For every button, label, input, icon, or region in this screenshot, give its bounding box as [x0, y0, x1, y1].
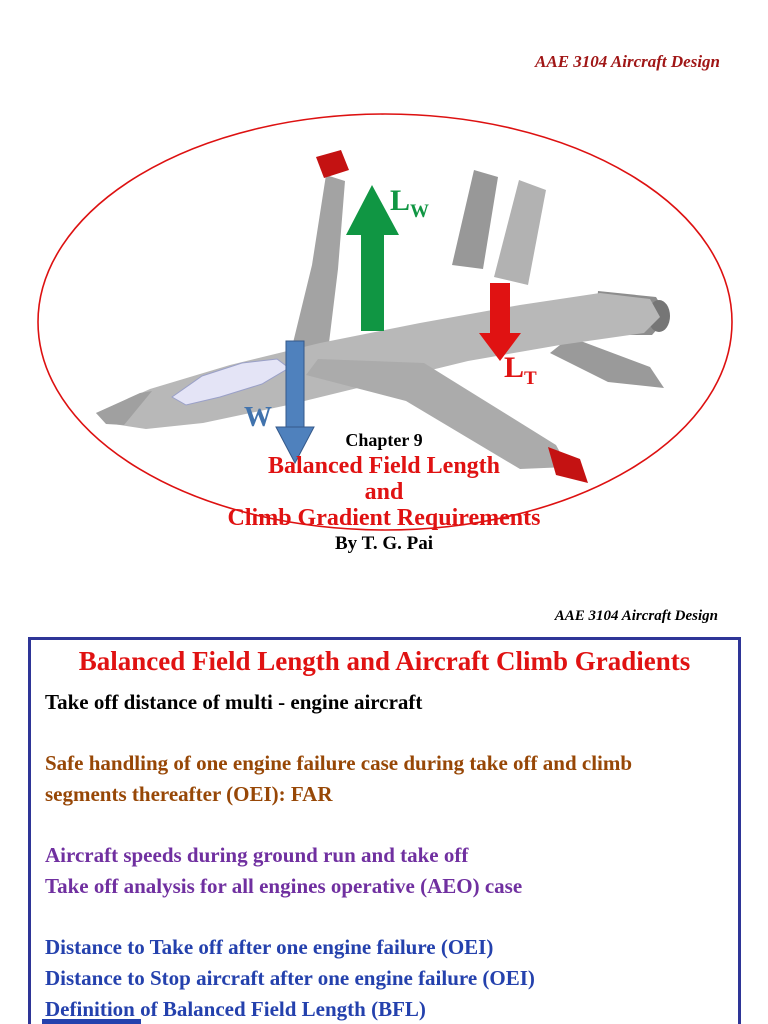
- right-wing: [306, 359, 568, 469]
- aircraft-forces-figure: [37, 113, 733, 531]
- wing-lift-subscript: W: [410, 201, 430, 222]
- red-ellipse-outline: [37, 113, 733, 531]
- course-header-slide2: AAE 3104 Aircraft Design: [554, 608, 718, 624]
- wing-lift-letter: L: [390, 184, 411, 217]
- slide1-title-line2: and: [364, 479, 404, 505]
- panel-title: Balanced Field Length and Aircraft Climb…: [78, 646, 691, 676]
- line-distance-stop-oei: Distance to Stop aircraft after one engi…: [45, 966, 535, 990]
- author-credit: By T. G. Pai: [334, 533, 433, 554]
- weight-label: W: [244, 404, 272, 432]
- clipped-next-text-line: [42, 1019, 141, 1024]
- weight-letter: W: [244, 402, 272, 433]
- left-wing: [292, 175, 345, 351]
- fuselage: [96, 293, 660, 429]
- fighter-jet-illustration: [96, 150, 670, 483]
- far-vertical-fin: [452, 170, 498, 269]
- near-vertical-fin: [494, 180, 546, 285]
- course-header-slide1: AAE 3104 Aircraft Design: [535, 52, 720, 71]
- content-panel: Balanced Field Length and Aircraft Climb…: [28, 637, 741, 1024]
- nose-cone: [96, 391, 152, 425]
- line-distance-takeoff-oei: Distance to Take off after one engine fa…: [45, 935, 494, 959]
- wing-lift-label: LW: [390, 184, 430, 222]
- weight-arrow: [275, 340, 315, 465]
- chapter-label: Chapter 9: [345, 430, 423, 450]
- horizontal-stabilizer: [550, 337, 664, 388]
- line-bfl-definition: Definition of Balanced Field Length (BFL…: [45, 997, 426, 1021]
- tail-lift-label: LT: [504, 351, 537, 389]
- tail-lift-letter: L: [504, 351, 525, 384]
- line-oei-far: Safe handling of one engine failure case…: [45, 751, 633, 806]
- force-arrows: [275, 185, 521, 465]
- tail-lift-arrow: [479, 283, 521, 361]
- slide1-title-line1: Balanced Field Length: [267, 453, 501, 479]
- wing-lift-arrow: [346, 185, 399, 331]
- left-wingtip-rail: [316, 150, 349, 178]
- right-wingtip-rail: [548, 447, 588, 483]
- slide1-title-block: Chapter 9 Balanced Field Length and Clim…: [84, 430, 684, 555]
- line-aeo-analysis: Take off analysis for all engines operat…: [45, 874, 523, 898]
- line-aircraft-speeds: Aircraft speeds during ground run and ta…: [45, 843, 469, 867]
- line-takeoff-distance: Take off distance of multi - engine airc…: [45, 690, 423, 714]
- slide1-title-line3: Climb Gradient Requirements: [227, 505, 541, 531]
- tail-lift-subscript: T: [524, 368, 537, 389]
